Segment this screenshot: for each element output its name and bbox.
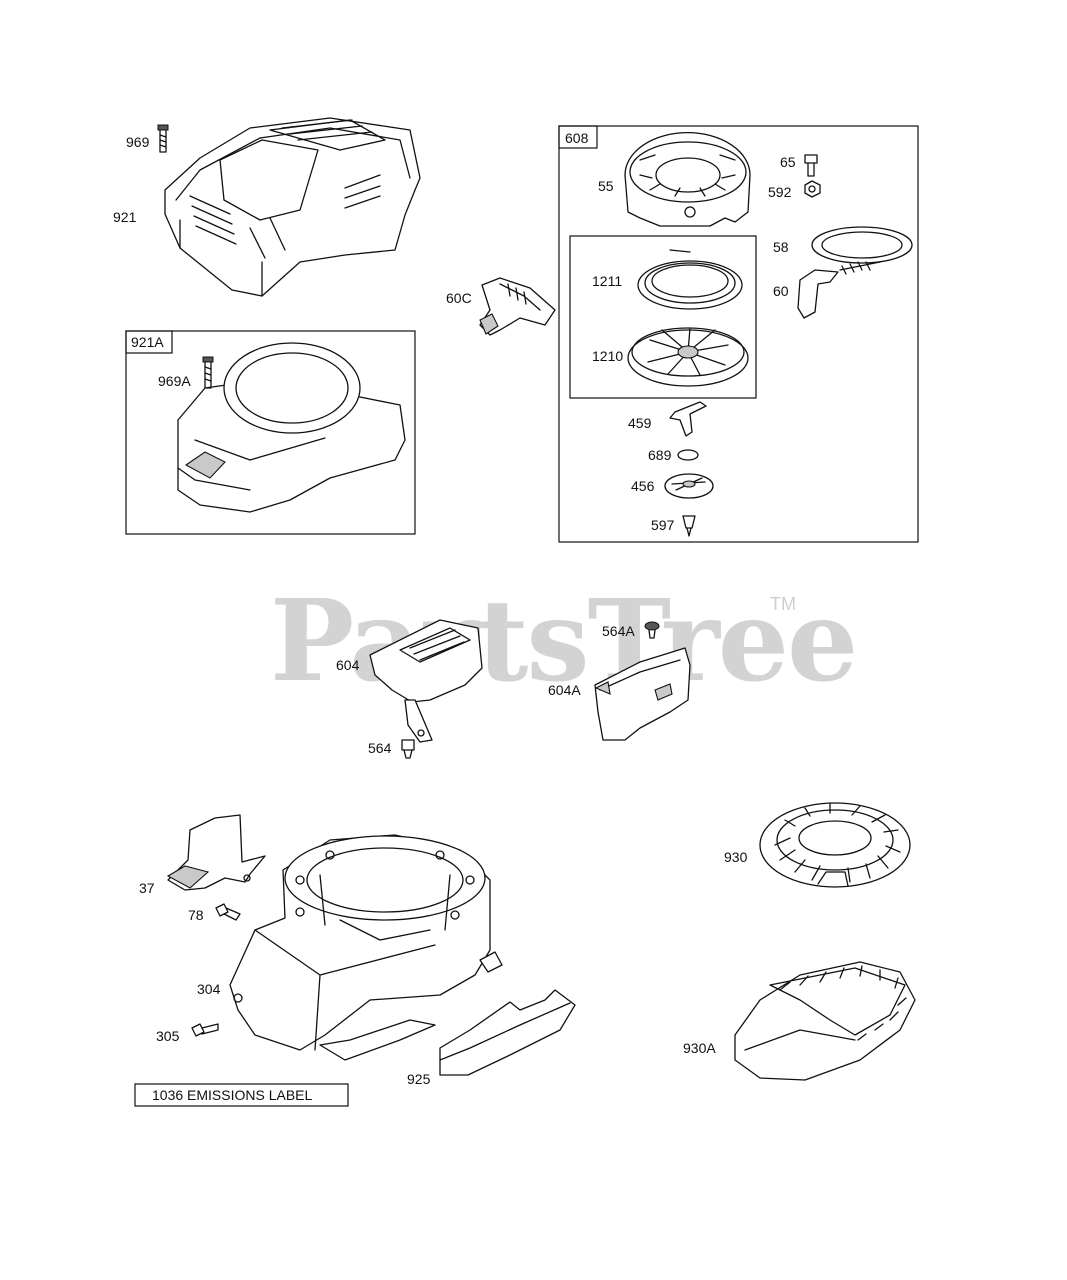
callout-1210: 1210 xyxy=(592,348,623,364)
part-78-screw[interactable] xyxy=(215,903,241,921)
callout-1211: 1211 xyxy=(592,273,622,289)
part-65-bolt[interactable] xyxy=(804,154,818,177)
callout-930A: 930A xyxy=(683,1040,716,1056)
callout-921: 921 xyxy=(113,209,137,225)
part-930-screen[interactable] xyxy=(759,802,911,888)
watermark-trademark: TM xyxy=(770,594,796,614)
part-304-blower-housing[interactable] xyxy=(229,834,503,1061)
callout-78: 78 xyxy=(188,907,204,923)
callout-969A: 969A xyxy=(158,373,191,389)
assembly-921A-box xyxy=(125,330,416,535)
part-921-cover[interactable] xyxy=(164,117,421,297)
part-969-screw[interactable] xyxy=(157,124,169,153)
callout-459: 459 xyxy=(628,415,652,431)
watermark-brand: PartsTree xyxy=(270,576,856,707)
callout-597: 597 xyxy=(651,517,675,533)
part-689-ring[interactable] xyxy=(677,449,699,461)
assembly-921A-tag xyxy=(125,330,173,354)
callout-925: 925 xyxy=(407,1071,431,1087)
callout-564: 564 xyxy=(368,740,392,756)
part-930A-cover[interactable] xyxy=(734,961,916,1081)
part-604A-shield[interactable] xyxy=(594,647,691,741)
emissions-label-box xyxy=(134,1083,349,1107)
callout-689: 689 xyxy=(648,447,672,463)
part-60C-handle[interactable] xyxy=(479,277,556,336)
callout-37: 37 xyxy=(139,880,155,896)
part-564A-screw[interactable] xyxy=(644,621,660,639)
callout-604A: 604A xyxy=(548,682,581,698)
callout-58: 58 xyxy=(773,239,789,255)
callout-60C: 60C xyxy=(446,290,472,306)
part-925-cover[interactable] xyxy=(439,989,576,1076)
callout-608: 608 xyxy=(565,130,589,146)
callout-564A: 564A xyxy=(602,623,635,639)
part-1210-pulley[interactable] xyxy=(627,327,749,387)
emissions-label-text: 1036 EMISSIONS LABEL xyxy=(152,1087,313,1103)
callout-604: 604 xyxy=(336,657,360,673)
callout-55: 55 xyxy=(598,178,614,194)
part-921A-housing[interactable] xyxy=(177,342,406,513)
part-592-nut[interactable] xyxy=(804,180,821,198)
assembly-pulley-box xyxy=(569,235,757,399)
part-37-baffle[interactable] xyxy=(166,814,266,891)
watermark: PartsTree TM xyxy=(270,576,858,707)
callout-305: 305 xyxy=(156,1028,180,1044)
part-58-rope[interactable] xyxy=(811,226,913,275)
callout-930: 930 xyxy=(724,849,748,865)
part-55-starter-housing[interactable] xyxy=(624,132,751,227)
callout-304: 304 xyxy=(197,981,221,997)
part-459-pawl[interactable] xyxy=(669,401,707,437)
callout-65: 65 xyxy=(780,154,796,170)
assembly-608-tag xyxy=(558,125,598,149)
part-969A-screw[interactable] xyxy=(202,356,214,389)
callout-969: 969 xyxy=(126,134,150,150)
callout-921A: 921A xyxy=(131,334,164,350)
callout-456: 456 xyxy=(631,478,655,494)
part-60-grip[interactable] xyxy=(797,269,839,319)
part-597-screw[interactable] xyxy=(682,515,696,537)
part-604-shield[interactable] xyxy=(369,619,483,743)
callout-592: 592 xyxy=(768,184,792,200)
part-456-retainer[interactable] xyxy=(664,473,714,499)
part-305-screw[interactable] xyxy=(191,1023,219,1037)
part-564-screw[interactable] xyxy=(401,739,415,759)
callout-60: 60 xyxy=(773,283,789,299)
part-1211-spring[interactable] xyxy=(637,249,743,310)
assembly-608-box xyxy=(558,125,919,543)
